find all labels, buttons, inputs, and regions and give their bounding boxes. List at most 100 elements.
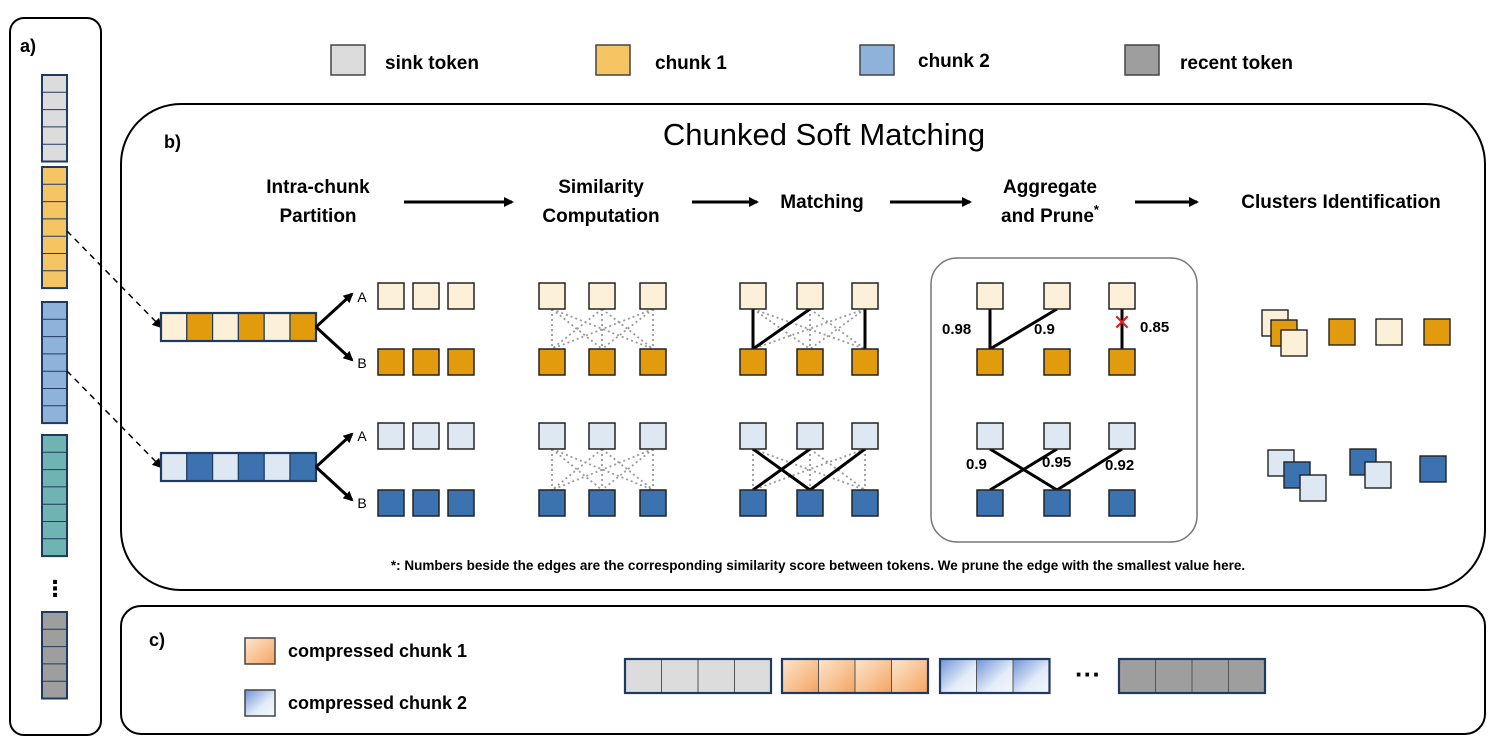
token-b-chunk2: [851, 489, 879, 517]
token-b-chunk1: [976, 348, 1004, 376]
fork-chunk2: [314, 432, 354, 502]
token-b-chunk2: [412, 489, 440, 517]
token-a-chunk2: [447, 422, 475, 450]
compressed-token-chunk2: [976, 658, 1014, 694]
token-a-chunk2: [588, 422, 616, 450]
token-b-chunk1: [1043, 348, 1071, 376]
partition-token-chunk2: [160, 452, 188, 482]
partition-rows: [159, 311, 318, 483]
score-c1-1: 0.9: [1034, 321, 1055, 338]
partition-token-chunk1: [289, 312, 317, 342]
legend-sink-label: sink token: [385, 53, 479, 74]
partition-token-chunk1: [212, 312, 240, 342]
compressed-token-chunk2: [1012, 658, 1050, 694]
partition-token-chunk2: [212, 452, 240, 482]
token-b-chunk2: [447, 489, 475, 517]
partition-token-chunk1: [160, 312, 188, 342]
fork-chunk1: [314, 292, 354, 362]
set-b-label-2: B: [357, 495, 366, 511]
token-b-chunk2: [538, 489, 566, 517]
compressed-token-sink: [624, 658, 662, 694]
compressed-sequence: [623, 657, 1267, 695]
token-a-chunk2: [796, 422, 824, 450]
match-edge-chunk2: [989, 447, 1058, 492]
score-c2-2: 0.92: [1105, 457, 1134, 474]
token-b-chunk1: [538, 348, 566, 376]
panel-c-label: c): [149, 630, 165, 650]
set-a-label-2: A: [357, 428, 367, 444]
token-a-chunk2: [377, 422, 405, 450]
legend-chunk2-swatch: [859, 44, 895, 76]
token-a-chunk1: [639, 282, 667, 310]
step-similarity-line2: Computation: [542, 206, 659, 227]
cluster-c1-token: [1328, 318, 1356, 346]
legend-compressed-chunk1-swatch: [244, 637, 276, 665]
token-b-chunk2: [639, 489, 667, 517]
compressed-token-chunk2: [939, 658, 977, 694]
bipartite-graphs: [377, 282, 1136, 517]
cluster-c2-token: [1299, 474, 1327, 502]
step-matching: Matching: [780, 192, 863, 213]
similarity-edge-chunk1: [809, 308, 866, 350]
compressed-token-recent: [1118, 658, 1156, 694]
compressed-segment-recent: [1117, 657, 1267, 695]
panel-b: b) Chunked Soft Matching Intra-chunk Par…: [66, 103, 1486, 591]
step-aggregate-line2: and Prune*: [1001, 202, 1100, 227]
compressed-segment-chunk1: [780, 657, 930, 695]
match-edge-chunk2: [809, 447, 866, 492]
similarity-edge-chunk2: [551, 448, 654, 491]
kv-stack-ellipsis: ⋮: [44, 576, 66, 601]
fork-chunk1-a: [314, 292, 354, 329]
cluster-c2-token: [1419, 455, 1447, 483]
step-clusters: Clusters Identification: [1241, 192, 1441, 213]
panel-b-title: Chunked Soft Matching: [663, 117, 985, 152]
score-c2-1: 0.95: [1042, 454, 1071, 471]
legend-chunk2-label: chunk 2: [918, 51, 990, 72]
similarity-edge-chunk1: [752, 308, 811, 350]
token-b-chunk1: [739, 348, 767, 376]
token-a-chunk1: [739, 282, 767, 310]
token-a-chunk2: [1108, 422, 1136, 450]
kv-group-chunk1: [41, 166, 68, 290]
legend-recent-label: recent token: [1180, 53, 1293, 74]
cluster-c1-token: [1423, 318, 1451, 346]
legend-chunk1-swatch: [595, 44, 631, 76]
token-a-chunk1: [377, 282, 405, 310]
token-a-chunk2: [976, 422, 1004, 450]
similarity-edge-chunk1: [551, 308, 603, 350]
token-b-chunk1: [639, 348, 667, 376]
aggregate-prune-frame: [930, 257, 1198, 543]
compressed-token-recent: [1228, 658, 1266, 694]
cluster-c2-token: [1364, 461, 1392, 489]
kv-group-sink: [41, 74, 68, 163]
token-a-chunk1: [796, 282, 824, 310]
token-a-chunk1: [588, 282, 616, 310]
token-b-chunk2: [377, 489, 405, 517]
panel-a: a) ⋮: [9, 17, 102, 736]
token-b-chunk2: [1043, 489, 1071, 517]
similarity-edge-chunk2: [551, 448, 603, 491]
match-edge-chunk2: [1056, 447, 1123, 492]
compressed-token-sink: [661, 658, 699, 694]
token-b-chunk2: [739, 489, 767, 517]
legend-chunk1-label: chunk 1: [655, 53, 727, 74]
panel-b-frame: [120, 103, 1486, 591]
leader-chunk2: [66, 370, 163, 469]
kv-group-chunk3: [41, 434, 68, 558]
partition-token-chunk1: [186, 312, 214, 342]
similarity-edge-chunk2: [809, 448, 866, 491]
token-b-chunk1: [588, 348, 616, 376]
compressed-token-recent: [1191, 658, 1229, 694]
score-c1-2: 0.85: [1140, 319, 1169, 336]
token-a-chunk2: [412, 422, 440, 450]
token-b-chunk2: [588, 489, 616, 517]
fork-chunk2-b: [314, 465, 354, 502]
legend-compressed-chunk2-swatch: [244, 689, 276, 717]
step-partition-line2: Partition: [279, 206, 356, 227]
step-aggregate-line1: Aggregate: [1003, 177, 1097, 198]
set-b-label-1: B: [357, 355, 366, 371]
similarity-edge-chunk1: [551, 308, 603, 350]
token-b-chunk1: [377, 348, 405, 376]
token-b-chunk1: [412, 348, 440, 376]
kv-cache-stack: [41, 74, 68, 700]
